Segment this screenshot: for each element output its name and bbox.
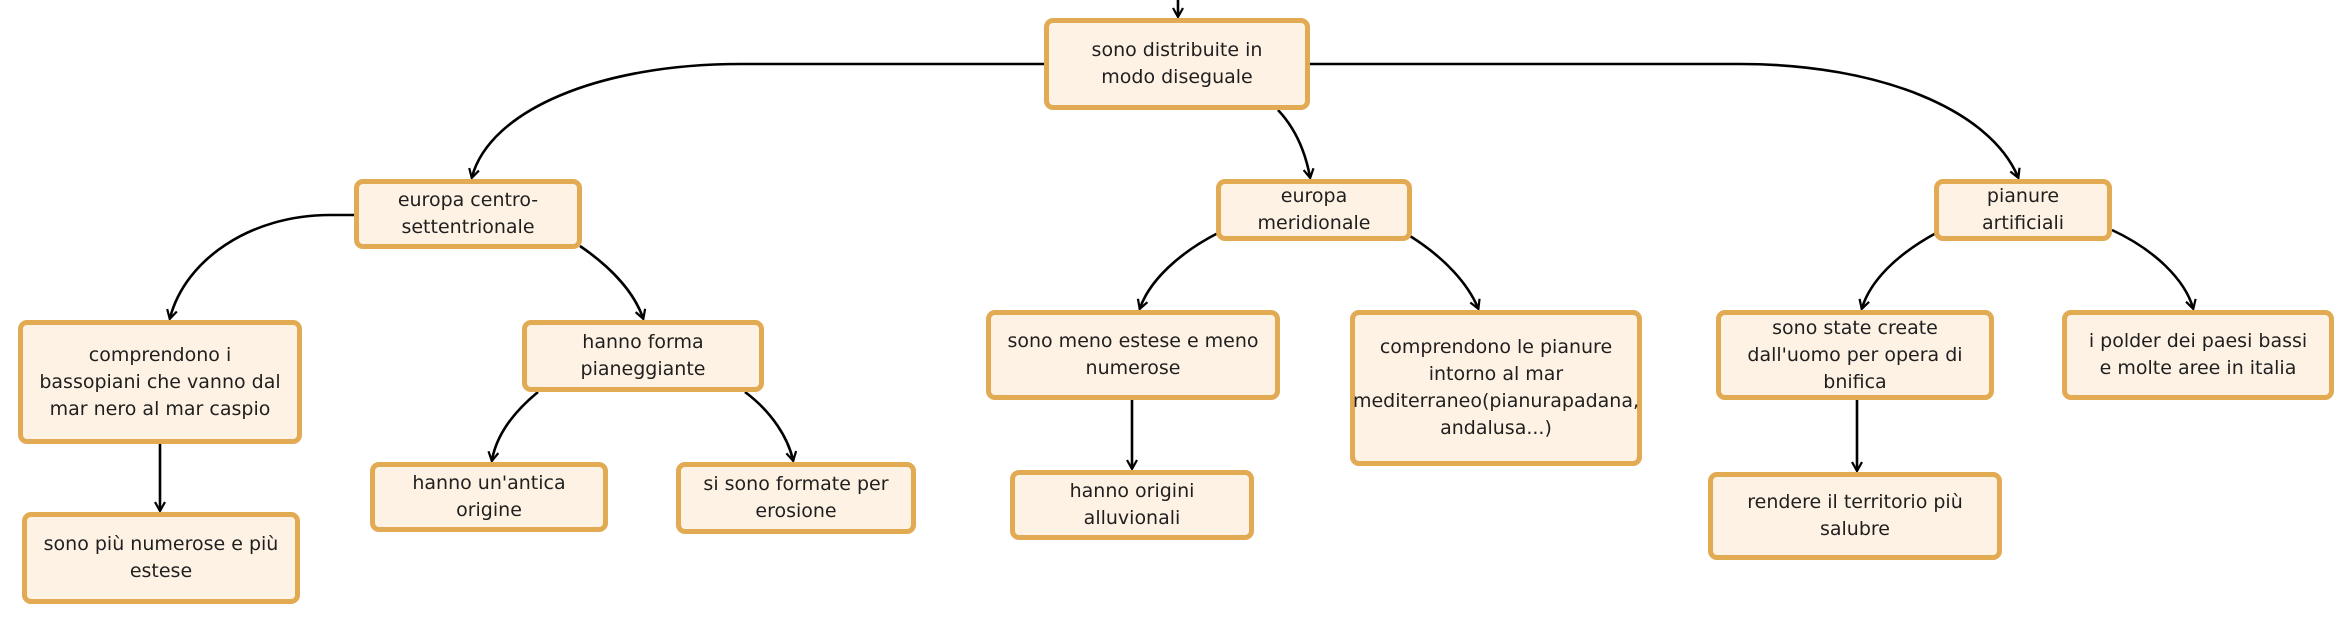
node-create-dall-uomo[interactable]: sono state create dall'uomo per opera di… <box>1716 310 1994 400</box>
node-territorio-salubre[interactable]: rendere il territorio più salubre <box>1708 472 2002 560</box>
edge-n3-to-n3a <box>1862 230 1939 308</box>
node-bassopiani[interactable]: comprendono i bassopiani che vanno dal m… <box>18 320 302 444</box>
edge-root-to-n3 <box>1306 62 2018 177</box>
edge-n1-to-n1a <box>170 213 354 318</box>
node-root[interactable]: sono distribuite in modo diseguale <box>1044 18 1310 110</box>
edge-n1b-to-n1b1 <box>492 390 539 460</box>
node-origini-alluvionali[interactable]: hanno origini alluvionali <box>1010 470 1254 540</box>
edge-root-to-n1 <box>472 62 1044 177</box>
node-mediterraneo[interactable]: comprendono le pianure intorno al mar me… <box>1350 310 1642 466</box>
edge-root-to-n2 <box>1277 109 1310 177</box>
node-polder[interactable]: i polder dei paesi bassi e molte aree in… <box>2062 310 2334 400</box>
edge-n2-to-n2b <box>1409 234 1478 308</box>
node-piu-numerose[interactable]: sono più numerose e più estese <box>22 512 300 604</box>
edge-n3-to-n3b <box>2111 228 2193 308</box>
edge-n1-to-n1b <box>579 244 643 318</box>
node-forma-pianeggiante[interactable]: hanno forma pianeggiante <box>522 320 764 392</box>
node-antica-origine[interactable]: hanno un'antica origine <box>370 462 608 532</box>
node-meno-estese[interactable]: sono meno estese e meno numerose <box>986 310 1280 400</box>
node-europa-centro-settentrionale[interactable]: europa centro-settentrionale <box>354 179 582 249</box>
node-per-erosione[interactable]: si sono formate per erosione <box>676 462 916 534</box>
node-pianure-artificiali[interactable]: pianure artificiali <box>1934 179 2112 241</box>
edge-n1b-to-n1b2 <box>744 390 793 460</box>
edge-n2-to-n2a <box>1140 230 1221 308</box>
node-europa-meridionale[interactable]: europa meridionale <box>1216 179 1412 241</box>
